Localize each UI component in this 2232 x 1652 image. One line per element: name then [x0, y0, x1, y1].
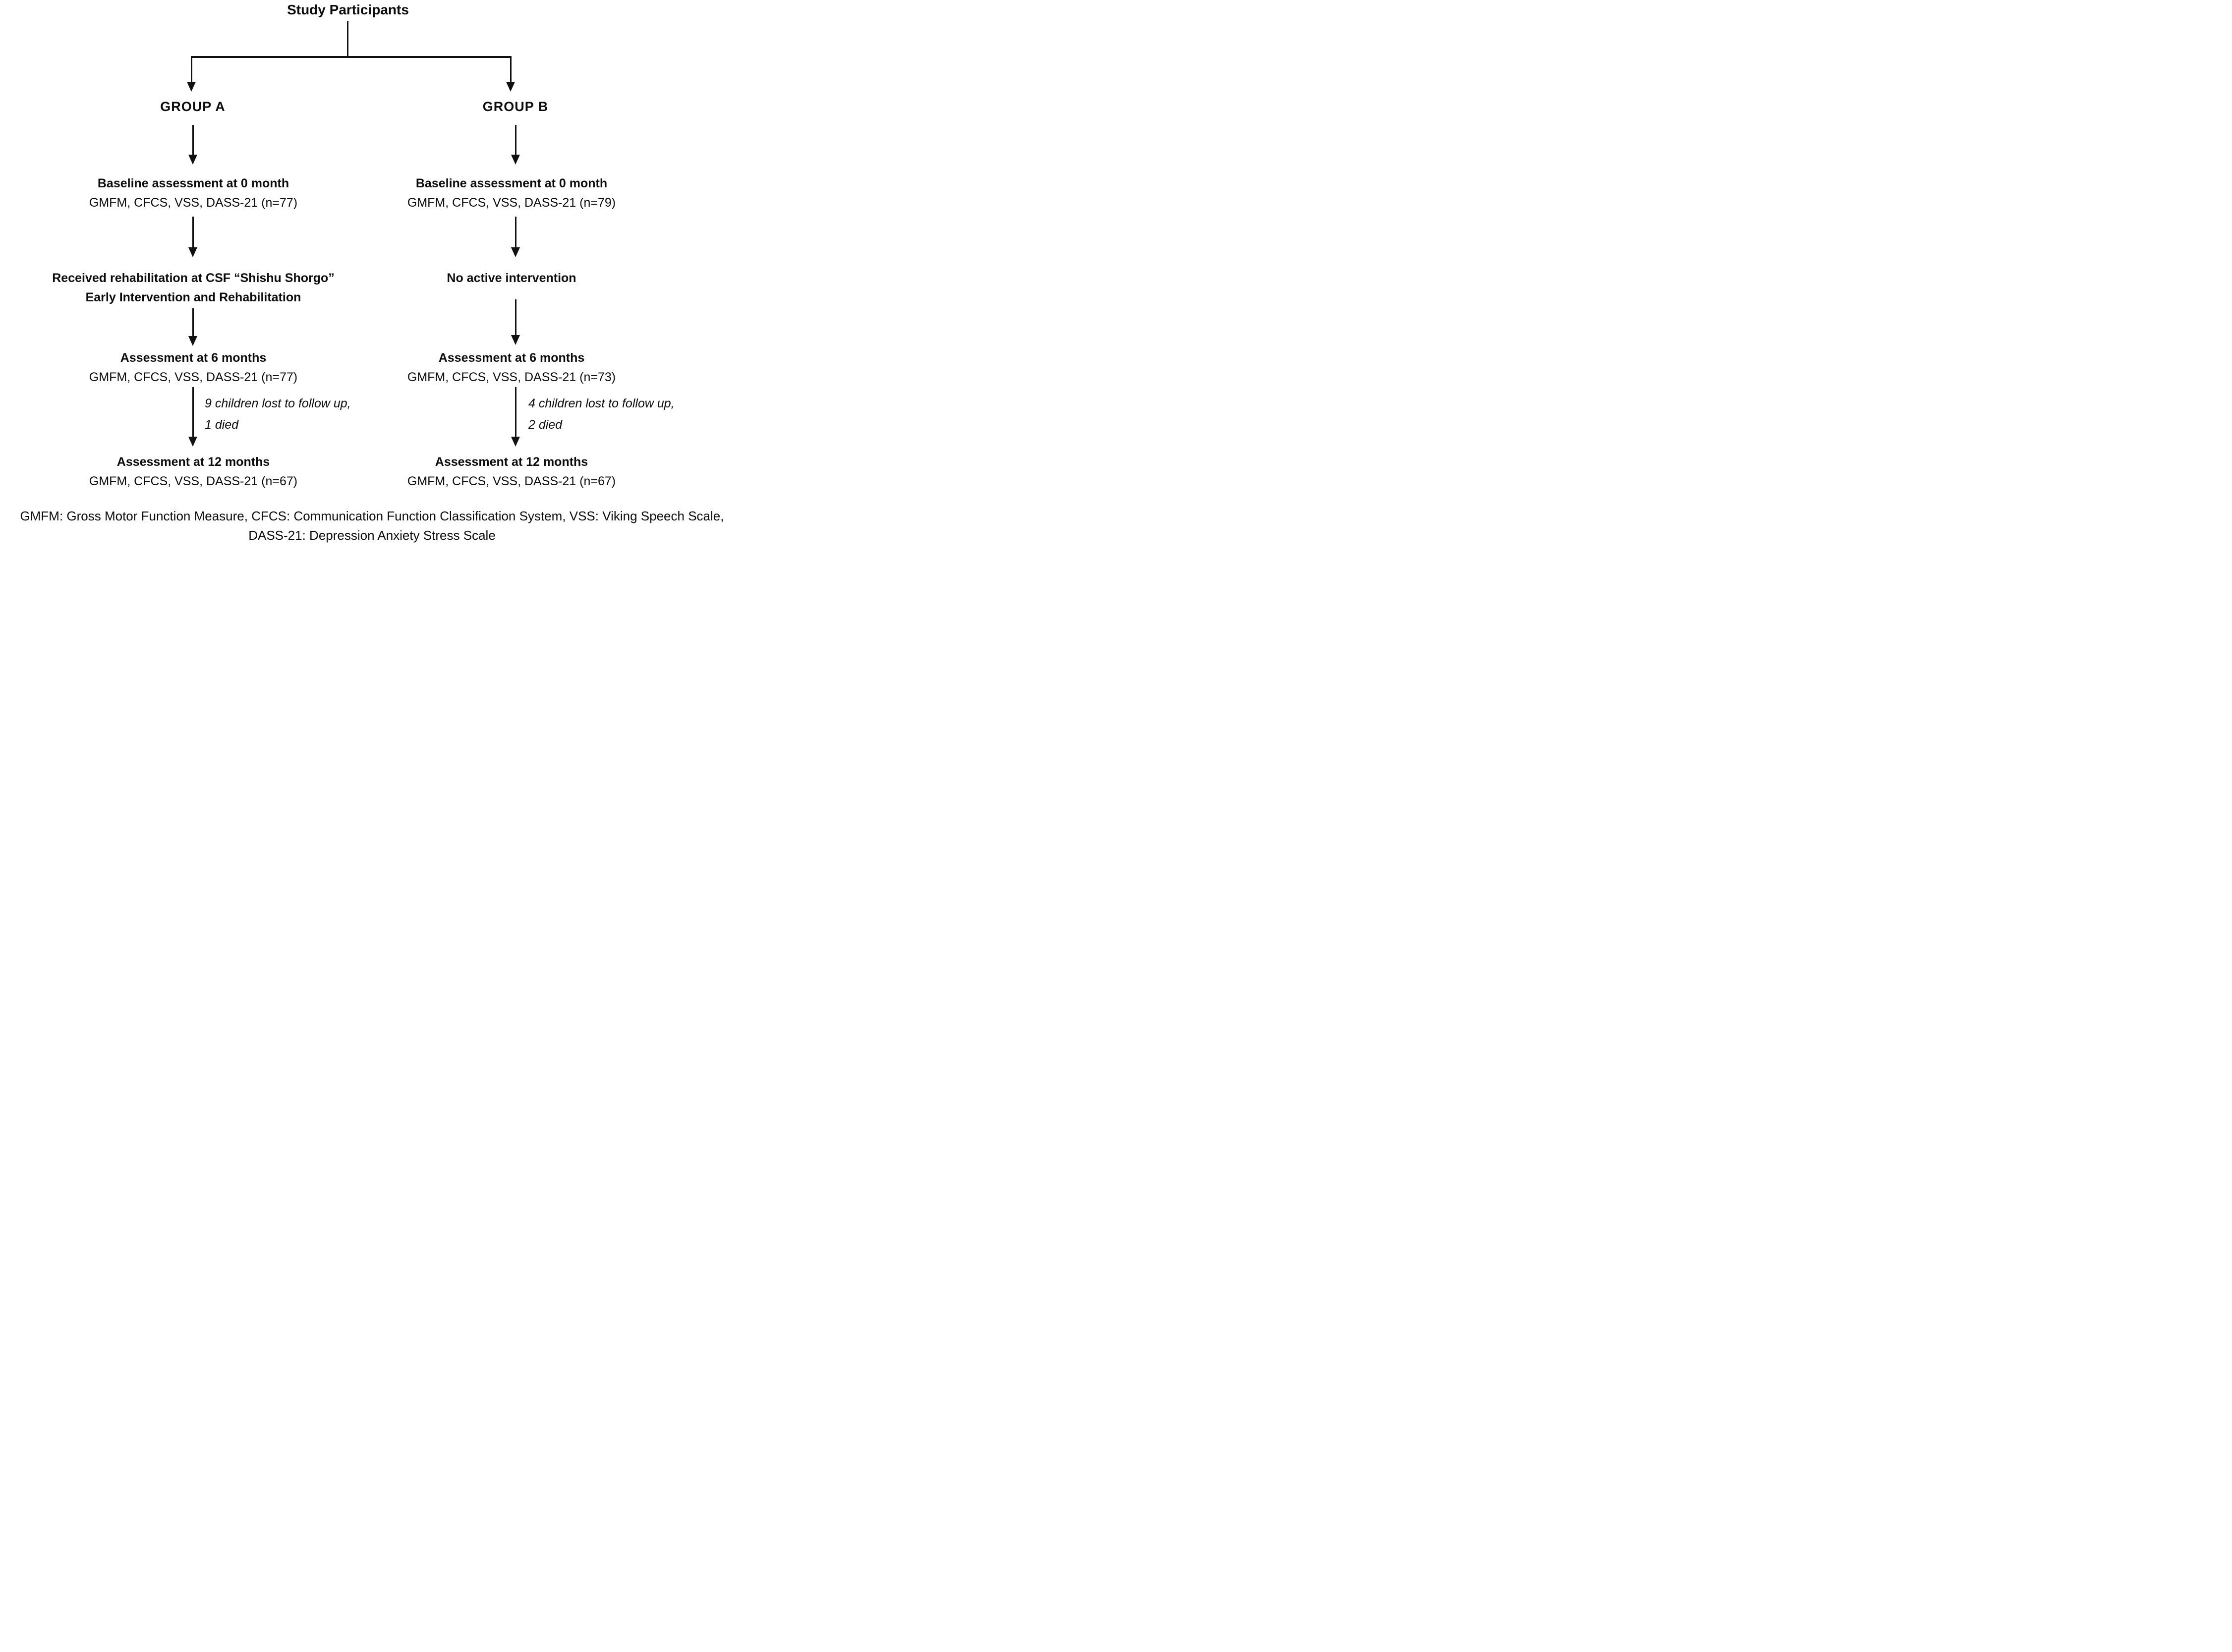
connector-b-baseline-intervention	[515, 217, 516, 248]
group-b-attrition-line2: 2 died	[528, 418, 563, 432]
group-a-intervention-block: Received rehabilitation at CSF “Shishu S…	[40, 269, 347, 307]
arrow-down-icon	[511, 335, 520, 345]
group-b-baseline-detail: GMFM, CFCS, VSS, DASS-21 (n=79)	[407, 196, 616, 210]
group-b-12m-block: Assessment at 12 months GMFM, CFCS, VSS,…	[358, 453, 665, 491]
group-b-6m-block: Assessment at 6 months GMFM, CFCS, VSS, …	[358, 348, 665, 387]
arrow-down-icon	[188, 336, 197, 346]
arrow-down-icon	[511, 437, 520, 447]
diagram-title: Study Participants	[287, 2, 409, 17]
connector-branch-right	[510, 56, 512, 83]
footnote-line1: GMFM: Gross Motor Function Measure, CFCS…	[20, 509, 724, 523]
group-b-intervention-block: No active intervention	[358, 269, 665, 288]
group-a-12m-block: Assessment at 12 months GMFM, CFCS, VSS,…	[40, 453, 347, 491]
connector-root-stem	[347, 21, 348, 57]
connector-a-6m-12m	[192, 387, 194, 438]
group-a-12m-heading: Assessment at 12 months	[116, 455, 270, 469]
arrow-down-icon	[188, 437, 197, 447]
abbreviations-footnote: GMFM: Gross Motor Function Measure, CFCS…	[5, 507, 739, 545]
group-b-label: GROUP B	[482, 99, 549, 114]
arrow-down-icon	[188, 247, 197, 257]
group-b-baseline-heading: Baseline assessment at 0 month	[415, 176, 608, 190]
group-b-baseline-block: Baseline assessment at 0 month GMFM, CFC…	[358, 174, 665, 213]
arrow-down-icon	[187, 82, 196, 92]
group-a-6m-detail: GMFM, CFCS, VSS, DASS-21 (n=77)	[89, 370, 298, 384]
arrow-down-icon	[511, 247, 520, 257]
connector-b-intervention-6m	[515, 299, 516, 336]
group-b-attrition-note: 4 children lost to follow up, 2 died	[528, 393, 722, 436]
group-a-6m-heading: Assessment at 6 months	[120, 351, 267, 365]
group-a-attrition-note: 9 children lost to follow up, 1 died	[205, 393, 398, 436]
footnote-line2: DASS-21: Depression Anxiety Stress Scale	[248, 528, 496, 543]
group-b-intervention-line1: No active intervention	[447, 271, 576, 285]
arrow-down-icon	[506, 82, 515, 92]
study-flow-diagram: Study Participants GROUP A GROUP B Basel…	[0, 0, 744, 551]
connector-branch-line	[191, 56, 512, 58]
connector-branch-left	[191, 56, 192, 83]
group-a-intervention-line2: Early Intervention and Rehabilitation	[85, 290, 301, 304]
arrow-down-icon	[511, 155, 520, 165]
connector-a-label-baseline	[192, 125, 194, 156]
connector-a-baseline-intervention	[192, 217, 194, 248]
connector-a-intervention-6m	[192, 308, 194, 337]
connector-b-label-baseline	[515, 125, 516, 156]
group-a-12m-detail: GMFM, CFCS, VSS, DASS-21 (n=67)	[89, 474, 298, 488]
group-a-baseline-heading: Baseline assessment at 0 month	[97, 176, 289, 190]
group-a-6m-block: Assessment at 6 months GMFM, CFCS, VSS, …	[40, 348, 347, 387]
group-b-12m-detail: GMFM, CFCS, VSS, DASS-21 (n=67)	[407, 474, 616, 488]
group-b-attrition-line1: 4 children lost to follow up,	[528, 397, 675, 410]
group-a-intervention-line1: Received rehabilitation at CSF “Shishu S…	[52, 271, 335, 285]
group-b-6m-detail: GMFM, CFCS, VSS, DASS-21 (n=73)	[407, 370, 616, 384]
group-b-6m-heading: Assessment at 6 months	[438, 351, 585, 365]
group-a-attrition-line2: 1 died	[205, 418, 239, 432]
group-a-label: GROUP A	[160, 99, 226, 114]
group-a-attrition-line1: 9 children lost to follow up,	[205, 397, 351, 410]
arrow-down-icon	[188, 155, 197, 165]
group-b-12m-heading: Assessment at 12 months	[435, 455, 588, 469]
connector-b-6m-12m	[515, 387, 516, 438]
group-a-baseline-detail: GMFM, CFCS, VSS, DASS-21 (n=77)	[89, 196, 298, 210]
group-a-baseline-block: Baseline assessment at 0 month GMFM, CFC…	[40, 174, 347, 213]
